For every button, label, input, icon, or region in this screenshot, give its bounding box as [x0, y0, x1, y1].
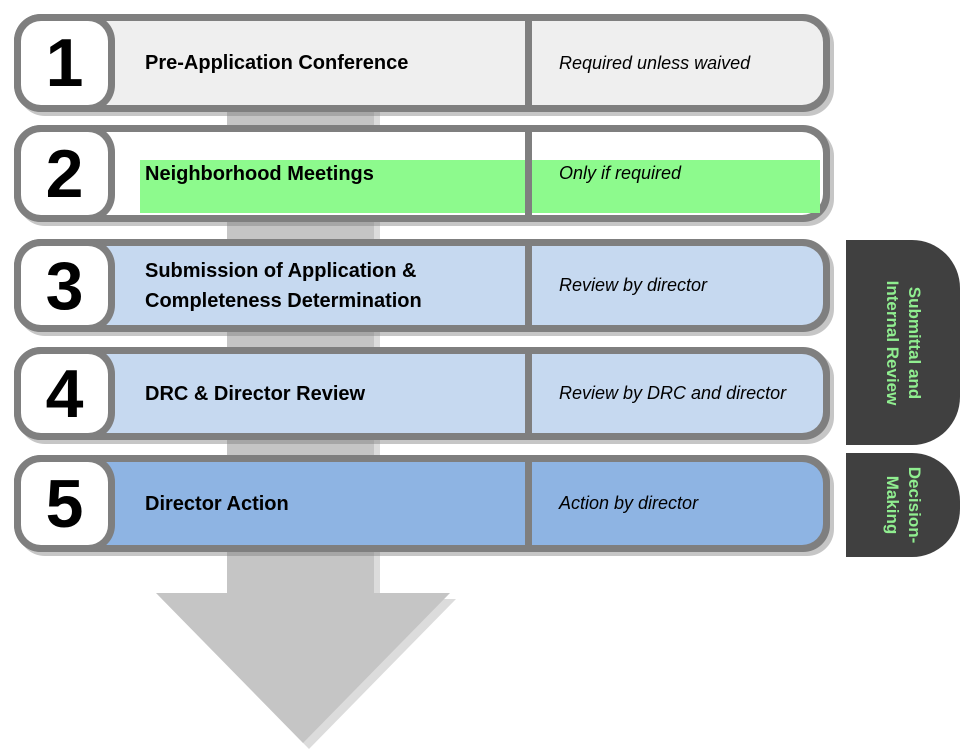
phase-label-text: Decision- Making — [881, 467, 925, 544]
step-title: Pre-Application Conference — [145, 52, 409, 74]
step-note: Only if required — [559, 163, 682, 183]
step-number-box: 2 — [14, 125, 115, 222]
step-title: Director Action — [145, 492, 289, 515]
step-note: Review by director — [559, 275, 708, 295]
process-step-row-1: 1 Pre-Application Conference Required un… — [14, 14, 830, 112]
step-number-box: 3 — [14, 239, 115, 332]
column-divider — [525, 246, 532, 325]
step-title: Neighborhood Meetings — [145, 162, 374, 185]
step-number: 4 — [21, 354, 108, 433]
process-step-row-3: 3 Submission of Application & Completene… — [14, 239, 830, 332]
row-background — [21, 246, 823, 325]
row-background — [21, 462, 823, 545]
row-background — [21, 354, 823, 433]
process-step-row-5: 5 Director Action Action by director — [14, 455, 830, 552]
step-note: Review by DRC and director — [559, 383, 787, 403]
phase-label-line: Decision- — [905, 466, 924, 544]
row-background — [21, 21, 823, 105]
step-title: Submission of Application & Completeness… — [145, 259, 422, 312]
process-step-row-4: 4 DRC & Director Review Review by DRC an… — [14, 347, 830, 440]
step-number: 1 — [21, 21, 108, 105]
step-number: 3 — [21, 246, 108, 325]
step-number: 5 — [21, 462, 108, 545]
column-divider — [525, 132, 532, 215]
step-number-box: 5 — [14, 455, 115, 552]
phase-label-line: Making — [883, 475, 902, 535]
phase-label-line: Internal Review — [883, 280, 902, 405]
highlight-band — [140, 160, 820, 213]
column-divider — [525, 21, 532, 105]
step-note: Action by director — [559, 493, 699, 513]
step-title: DRC & Director Review — [145, 382, 366, 405]
step-number-box: 1 — [14, 14, 115, 112]
column-divider — [525, 354, 532, 433]
phase-label-text: Submittal and Internal Review — [881, 280, 925, 405]
phase-label-decision-making: Decision- Making — [846, 453, 960, 557]
step-number: 2 — [21, 132, 108, 215]
phase-label-submittal-internal-review: Submittal and Internal Review — [846, 240, 960, 445]
step-note: Required unless waived — [559, 52, 751, 73]
step-number-box: 4 — [14, 347, 115, 440]
column-divider — [525, 462, 532, 545]
phase-label-line: Submittal and — [905, 286, 924, 399]
process-step-row-2: 2 Neighborhood Meetings Only if required — [14, 125, 830, 222]
